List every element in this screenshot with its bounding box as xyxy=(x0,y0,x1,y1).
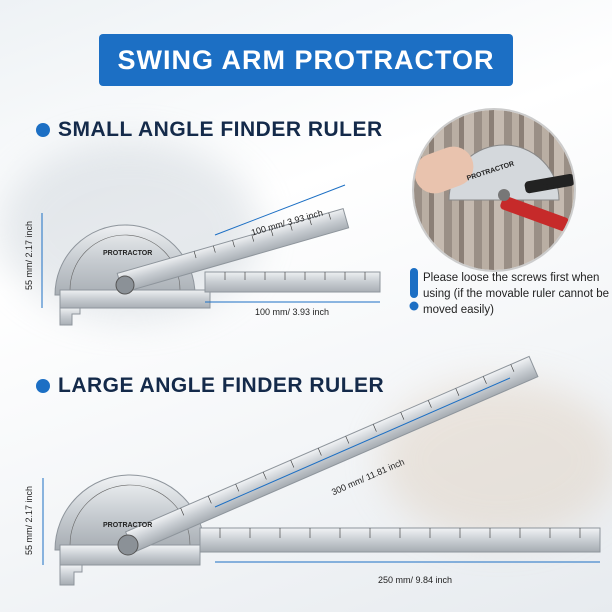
small-brand-label: PROTRACTOR xyxy=(103,250,153,257)
small-section-heading: SMALL ANGLE FINDER RULER xyxy=(36,118,383,142)
page-title-text: SWING ARM PROTRACTOR xyxy=(117,44,495,75)
small-height-dimension: 55 mm/ 2.17 inch xyxy=(24,220,34,290)
info-bullet-icon xyxy=(36,123,50,137)
small-straight-ruler xyxy=(204,271,381,293)
usage-note: Please loose the screws first when using… xyxy=(423,272,610,316)
large-height-dimension: 55 mm/ 2.17 inch xyxy=(24,485,34,555)
screw-knob-icon xyxy=(115,275,135,295)
info-bullet-icon xyxy=(36,379,50,393)
small-base-dimension: 100 mm/ 3.93 inch xyxy=(255,307,330,317)
small-protractor-illustration xyxy=(41,184,381,326)
page-title: SWING ARM PROTRACTOR xyxy=(99,34,513,86)
screw-knob-icon xyxy=(117,534,139,556)
large-swing-arm xyxy=(124,355,539,553)
inset-illustration xyxy=(414,144,574,231)
large-base-dimension: 250 mm/ 9.84 inch xyxy=(378,575,453,585)
inset-photo: PROTRACTOR 10 cm xyxy=(414,110,574,270)
small-base-bar xyxy=(59,289,211,309)
large-protractor-illustration xyxy=(42,355,601,586)
large-section-heading: LARGE ANGLE FINDER RULER xyxy=(36,374,384,398)
small-heading-text: SMALL ANGLE FINDER RULER xyxy=(58,118,383,141)
large-brand-label: PROTRACTOR xyxy=(103,522,153,529)
large-heading-text: LARGE ANGLE FINDER RULER xyxy=(58,374,385,397)
inset-scale-label: 10 cm xyxy=(542,184,559,190)
exclamation-icon xyxy=(409,268,419,311)
